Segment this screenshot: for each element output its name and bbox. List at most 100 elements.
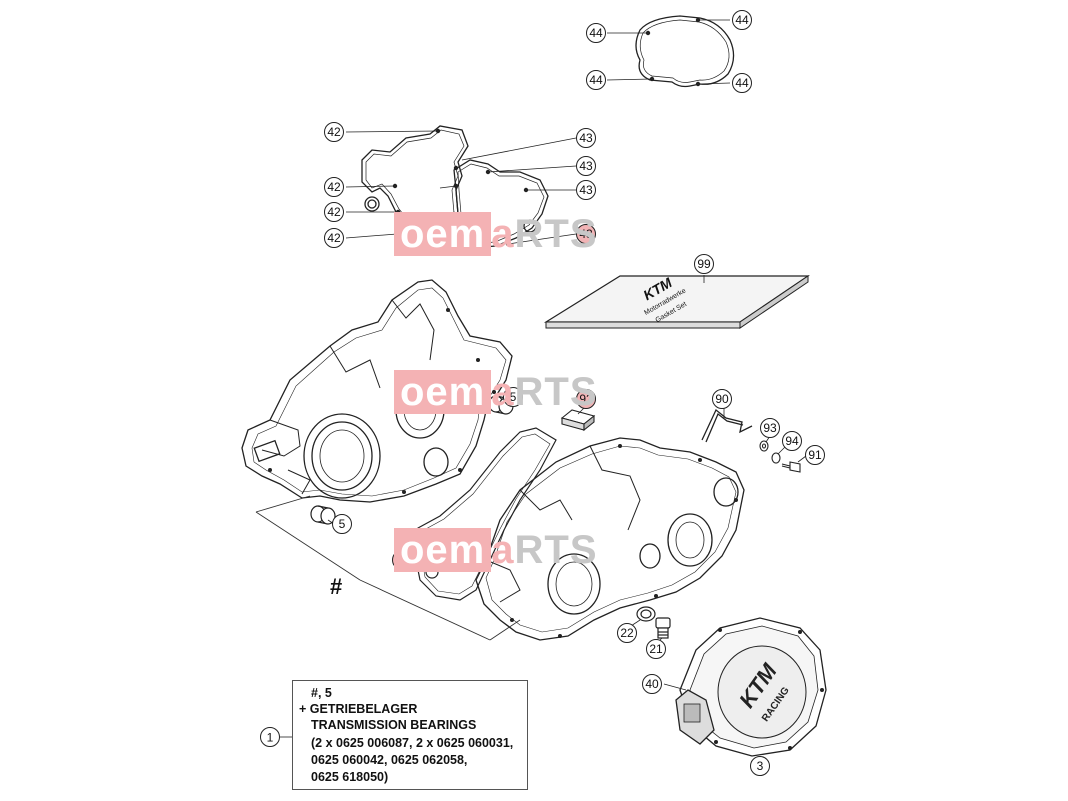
- callout-44: 44: [586, 23, 606, 43]
- legend-line-6: 0625 618050): [311, 770, 389, 784]
- callout-circle: [782, 431, 802, 451]
- callout-label: 44: [735, 13, 749, 27]
- legend-line-4: (2 x 0625 006087, 2 x 0625 060031,: [311, 736, 514, 750]
- callout-circle: [750, 756, 770, 776]
- callout-43: 43: [576, 180, 596, 200]
- bolt-91: [781, 461, 801, 473]
- callout-label: 91: [808, 448, 822, 462]
- callout-43: 43: [576, 128, 596, 148]
- callout-label: 42: [327, 231, 341, 245]
- callout-43: 43: [576, 224, 596, 244]
- callout-label: 99: [697, 257, 711, 271]
- callout-circle: [617, 623, 637, 643]
- crankcase-right-half: [475, 437, 745, 641]
- callout-label: 21: [649, 642, 663, 656]
- callout-circle: [576, 156, 596, 176]
- leader-line-92: [577, 407, 585, 415]
- callout-circle: [712, 389, 732, 409]
- callout-label: 92: [579, 392, 593, 406]
- gasket-42: [361, 125, 469, 237]
- callout-circle: [576, 180, 596, 200]
- callout-92: 92: [576, 389, 596, 409]
- callout-circle: [324, 122, 344, 142]
- callout-42: 42: [324, 228, 344, 248]
- callout-label: 5: [510, 390, 517, 404]
- callout-44: 44: [732, 73, 752, 93]
- part-92: [560, 409, 596, 432]
- callout-43: 43: [576, 156, 596, 176]
- callout-label: 94: [785, 434, 799, 448]
- callout-label: 44: [589, 73, 603, 87]
- callout-91: 91: [805, 445, 825, 465]
- callout-44: 44: [586, 70, 606, 90]
- callout-circle: [332, 514, 352, 534]
- callout-circle: [586, 70, 606, 90]
- callout-5: 5: [503, 387, 523, 407]
- callout-5: 5: [332, 514, 352, 534]
- callout-21: 21: [646, 639, 666, 659]
- leader-line-40: [663, 683, 687, 691]
- gasket-39: [415, 427, 557, 601]
- callout-1: 1: [260, 727, 280, 747]
- callout-42: 42: [324, 122, 344, 142]
- callout-circle: [732, 73, 752, 93]
- callout-circle: [576, 389, 596, 409]
- drain-plug-21: [655, 617, 671, 639]
- gasket-44: [635, 15, 735, 88]
- callout-circle: [324, 177, 344, 197]
- callout-label: 42: [327, 205, 341, 219]
- callout-90: 90: [712, 389, 732, 409]
- legend-line-5: 0625 060042, 0625 062058,: [311, 753, 468, 767]
- callout-label: 43: [579, 159, 593, 173]
- callout-label: 42: [327, 125, 341, 139]
- callout-circle: [760, 418, 780, 438]
- callout-label: 1: [267, 731, 274, 745]
- clutch-cover-3: KTM RACING: [675, 617, 827, 757]
- callout-label: 90: [715, 392, 729, 406]
- callout-label: 3: [757, 759, 764, 773]
- booklet-99: [543, 275, 810, 329]
- callout-94: 94: [782, 431, 802, 451]
- callout-42: 42: [324, 177, 344, 197]
- callout-circle: [642, 674, 662, 694]
- callout-circle: [324, 202, 344, 222]
- callout-label: 44: [589, 26, 603, 40]
- callout-circle: [732, 10, 752, 30]
- leader-lines-42-43: [345, 130, 577, 245]
- callout-99: 99: [694, 254, 714, 274]
- legend-line-1: #, 5: [311, 686, 332, 700]
- callout-circle: [646, 639, 666, 659]
- callout-93: 93: [760, 418, 780, 438]
- callout-label: 43: [579, 227, 593, 241]
- callout-circle: [586, 23, 606, 43]
- callout-circle: [503, 387, 523, 407]
- callout-label: 42: [327, 180, 341, 194]
- bearing-5-lower: [310, 505, 336, 525]
- callout-22: 22: [617, 623, 637, 643]
- callout-label: 43: [579, 183, 593, 197]
- callout-circle: [576, 224, 596, 244]
- callout-label: 40: [645, 677, 659, 691]
- legend-box: #, 5 + GETRIEBELAGER TRANSMISSION BEARIN…: [292, 680, 528, 790]
- callout-circle: [805, 445, 825, 465]
- callout-42: 42: [324, 202, 344, 222]
- gasket-43: [428, 159, 549, 249]
- ring-94: [771, 452, 781, 464]
- callout-circle: [324, 228, 344, 248]
- callout-label: 5: [339, 517, 346, 531]
- callout-3: 3: [750, 756, 770, 776]
- group-bracket: [255, 495, 521, 641]
- callout-label: 93: [763, 421, 777, 435]
- callout-label: 39: [395, 553, 409, 567]
- washer-93: [759, 440, 769, 452]
- callout-label: 22: [620, 626, 634, 640]
- legend-line-2: + GETRIEBELAGER: [299, 702, 418, 716]
- legend-line-3: TRANSMISSION BEARINGS: [311, 718, 477, 732]
- callout-label: 44: [735, 76, 749, 90]
- callout-circle: [576, 128, 596, 148]
- callout-label: 43: [579, 131, 593, 145]
- leader-lines-44: [606, 19, 731, 85]
- spring-90: [701, 408, 753, 443]
- group-hash-label: #: [330, 574, 343, 599]
